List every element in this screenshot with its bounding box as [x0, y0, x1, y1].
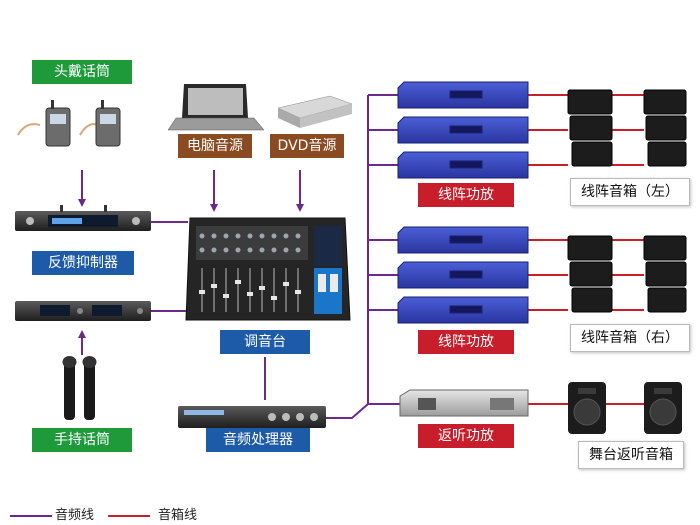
handheld-mic-receiver-icon: [15, 301, 151, 321]
stage-monitor-speaker-icon: [568, 382, 682, 434]
headset-mic-label: 头戴话筒: [32, 60, 132, 84]
legend-speaker-line: 音箱线: [158, 508, 198, 523]
line-array-amp-label-1: 线阵功放: [418, 183, 514, 207]
handheld-mic-icon: [62, 356, 97, 420]
line-array-speaker-left-label: 线阵音箱（左）: [570, 178, 690, 206]
mixer-label: 调音台: [220, 330, 310, 354]
monitor-amp-icon: [399, 389, 529, 417]
line-array-amp-label-2: 线阵功放: [418, 330, 514, 354]
dvd-source-label: DVD音源: [270, 134, 344, 158]
computer-source-label: 电脑音源: [178, 134, 252, 158]
audio-lines: [78, 94, 400, 419]
monitor-amp-label: 返听功放: [418, 424, 514, 448]
speaker-lines: [528, 94, 644, 405]
stage-monitor-speaker-label: 舞台返听音箱: [578, 441, 684, 469]
line-array-speaker-left-icon: [567, 89, 687, 167]
legend-audio-line: 音频线: [55, 508, 95, 523]
handheld-mic-label: 手持话筒: [32, 428, 132, 452]
audio-processor-icon: [178, 406, 326, 428]
audio-processor-label: 音频处理器: [206, 428, 310, 452]
mixer-icon: [185, 217, 351, 321]
line-array-speaker-right-label: 线阵音箱（右）: [570, 324, 690, 352]
feedback-suppressor-label: 反馈抑制器: [32, 251, 134, 275]
laptop-icon: [167, 84, 265, 131]
dvd-player-icon: [277, 95, 353, 128]
headset-mic-receiver-icon: [17, 100, 121, 147]
line-array-amp-icon: [397, 81, 529, 324]
line-array-speaker-right-icon: [567, 235, 687, 313]
feedback-suppressor-icon: [15, 205, 151, 231]
